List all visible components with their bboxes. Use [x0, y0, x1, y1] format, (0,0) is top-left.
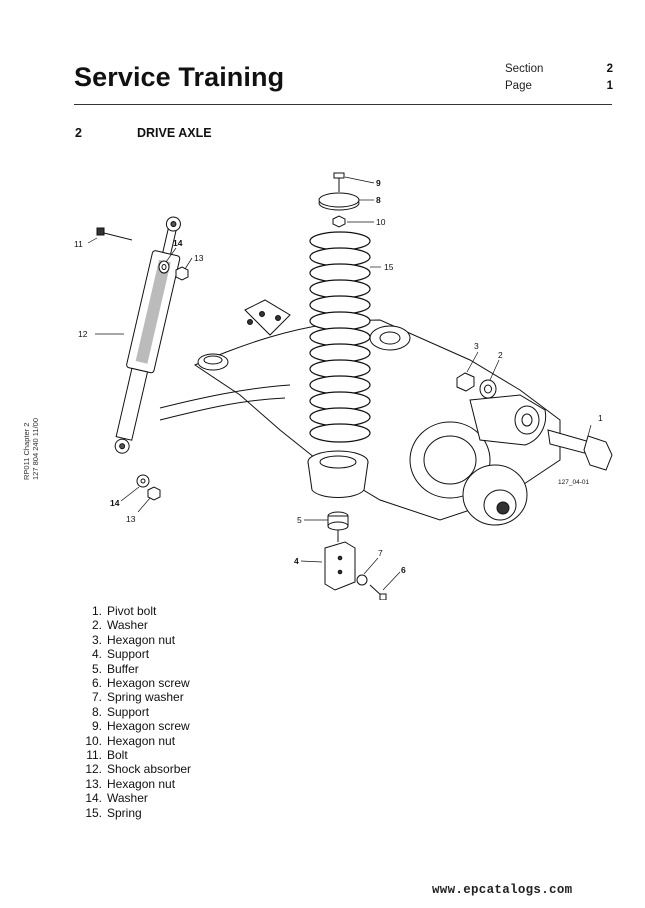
shock-absorber-drawing	[114, 216, 181, 454]
callout-14-top: 14	[173, 238, 183, 248]
figure-reference: 127_04-01	[558, 479, 589, 486]
callout-13-top: 13	[194, 253, 204, 263]
drive-axle-exploded-diagram: 1 2 3 4 5 6 7 8 9 10 11 12 13 14 15 13 1…	[74, 172, 613, 600]
callout-6: 6	[401, 565, 406, 575]
callout-12: 12	[78, 329, 88, 339]
watermark-url: www.epcatalogs.com	[432, 883, 573, 897]
list-item: 8.Support	[91, 704, 150, 719]
side-note: RP011 Chapter 2 127 804 240 11/00	[22, 418, 40, 480]
list-item: 2.Washer	[91, 618, 148, 633]
list-item: 13.Hexagon nut	[85, 776, 176, 791]
top-hardware-drawing	[318, 172, 360, 228]
page-value: 1	[606, 80, 613, 92]
callout-3: 3	[474, 341, 479, 351]
parts-list: 1.Pivot bolt 2.Washer 3.Hexagon nut 4.Su…	[76, 604, 191, 820]
section-title: DRIVE AXLE	[137, 126, 212, 140]
callout-15: 15	[384, 262, 394, 272]
side-note-line1: RP011 Chapter 2	[22, 422, 31, 480]
callout-9: 9	[376, 178, 381, 188]
callout-8: 8	[376, 195, 381, 205]
pivot-hardware-drawing	[456, 372, 613, 471]
washer-nut-top-drawing	[158, 260, 189, 281]
callout-13-bottom: 13	[126, 514, 136, 524]
list-item: 5.Buffer	[91, 661, 139, 676]
buffer-support-drawing	[324, 511, 387, 600]
list-item: 1.Pivot bolt	[91, 604, 157, 618]
callout-4: 4	[294, 556, 299, 566]
callout-10: 10	[376, 217, 386, 227]
list-item: 3.Hexagon nut	[91, 632, 176, 647]
list-item: 10.Hexagon nut	[85, 733, 176, 748]
section-label: Section	[505, 63, 544, 75]
side-note-line2: 127 804 240 11/00	[31, 417, 40, 480]
callout-11: 11	[74, 239, 83, 249]
list-item: 11.Bolt	[86, 748, 128, 763]
list-item: 9.Hexagon screw	[91, 719, 190, 734]
list-item: 12.Shock absorber	[85, 762, 192, 777]
list-item: 4.Support	[91, 647, 150, 662]
page-label: Page	[505, 80, 532, 92]
list-item: 7.Spring washer	[91, 690, 184, 705]
coil-spring-drawing	[309, 231, 371, 443]
callout-1: 1	[598, 413, 603, 423]
bolt-11-drawing	[96, 227, 133, 241]
list-item: 14.Washer	[85, 791, 148, 806]
list-item: 15.Spring	[85, 805, 142, 820]
list-item: 6.Hexagon screw	[91, 676, 190, 691]
header-divider	[74, 104, 612, 105]
section-number: 2	[75, 126, 82, 140]
page-title: Service Training	[74, 62, 285, 92]
callout-labels: 1 2 3 4 5 6 7 8 9 10 11 12 13 14 15 13 1…	[74, 178, 603, 575]
callout-7: 7	[378, 548, 383, 558]
callout-14-bottom: 14	[110, 498, 120, 508]
section-value: 2	[606, 63, 613, 75]
callout-2: 2	[498, 350, 503, 360]
callout-5: 5	[297, 515, 302, 525]
axle-housing-drawing	[159, 299, 561, 526]
washer-nut-bottom-drawing	[136, 474, 161, 501]
callout-leaders	[87, 176, 592, 591]
